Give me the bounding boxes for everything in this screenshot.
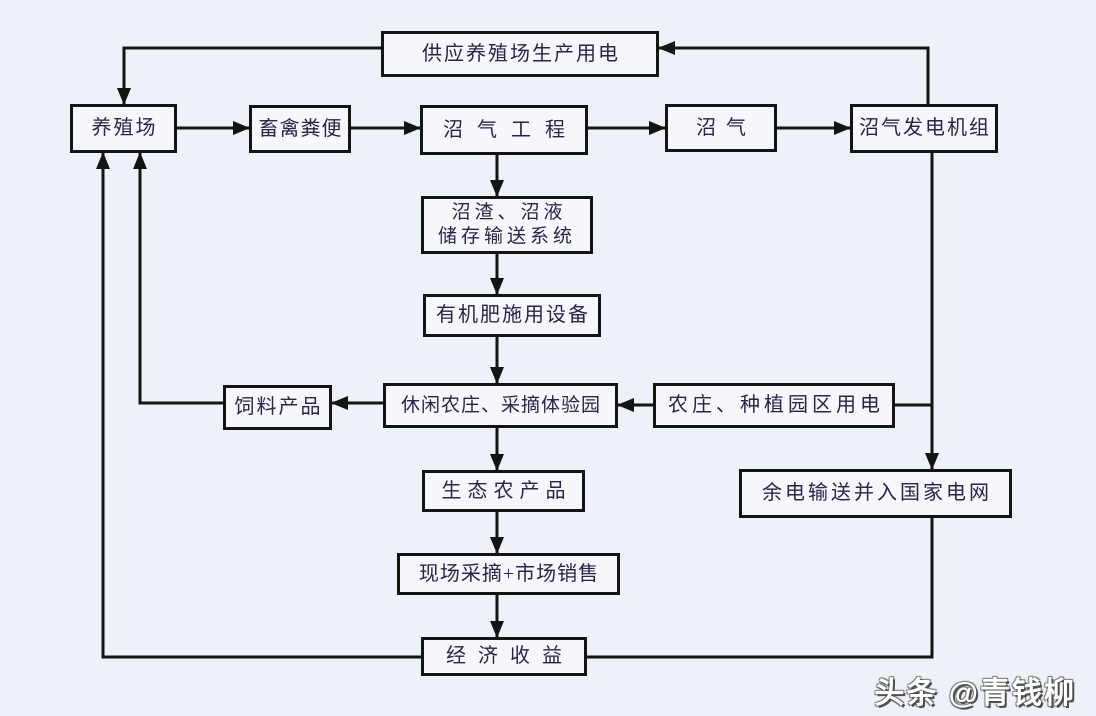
flow-node-storage: 沼渣、沼液 储存输送系统 <box>421 196 593 254</box>
flow-node-sales: 现场采摘+市场销售 <box>397 553 620 595</box>
edge-surplus-to-income <box>587 518 934 659</box>
flow-node-fertilizer: 有机肥施用设备 <box>423 294 601 337</box>
flow-node-feed: 饲料产品 <box>223 385 332 430</box>
flow-node-income: 经济收益 <box>421 637 587 676</box>
flow-node-generator: 沼气发电机组 <box>850 104 998 153</box>
flow-node-surplus: 余电输送并入国家电网 <box>739 469 1012 518</box>
flow-node-biogas-project: 沼气工程 <box>420 105 588 155</box>
flow-node-farm: 养殖场 <box>70 104 177 153</box>
edge-generator-to-supply <box>658 41 930 104</box>
flow-node-farm-power: 农庄、种植园区用电 <box>653 383 895 428</box>
edge-income-to-farm <box>96 152 421 659</box>
watermark: 头条 @青钱柳 <box>874 677 1076 710</box>
flow-node-manure: 畜禽粪便 <box>249 105 351 153</box>
flow-node-eco-products: 生态农产品 <box>422 470 585 512</box>
edge-feed-to-farm <box>133 152 223 405</box>
flow-node-biogas: 沼气 <box>665 104 777 152</box>
flow-node-leisure: 休闲农庄、采摘体验园 <box>383 383 618 428</box>
edge-supply-to-farm <box>117 46 381 105</box>
flow-node-supply: 供应养殖场生产用电 <box>381 31 659 77</box>
